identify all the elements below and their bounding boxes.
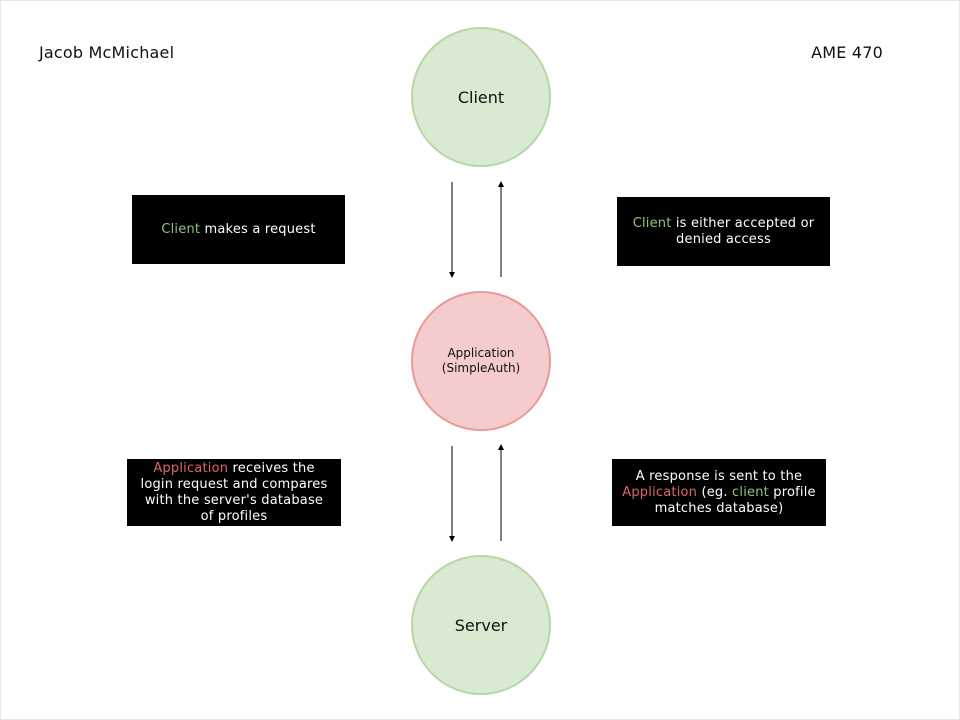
application-node-title: Application <box>447 346 515 360</box>
client-highlight: Client <box>632 215 672 231</box>
note-response-sent-text: A response is sent to the Application (e… <box>622 469 816 517</box>
application-node-subtitle: (SimpleAuth) <box>441 361 521 375</box>
author-name: Jacob McMichael <box>39 43 175 62</box>
note-response-sent: A response is sent to the Application (e… <box>612 459 826 526</box>
client-node-label: Client <box>457 87 505 107</box>
note-response-part3: profile matches database) <box>654 484 816 516</box>
application-highlight: Application <box>153 460 229 476</box>
note-client-request-rest: makes a request <box>200 221 316 237</box>
note-client-request: Client makes a request <box>132 195 345 264</box>
application-node-label: Application (SimpleAuth) <box>442 346 520 376</box>
application-node: Application (SimpleAuth) <box>411 291 551 431</box>
note-application-receives: Application receives the login request a… <box>127 459 341 526</box>
note-response-part2: (eg. <box>697 484 733 500</box>
server-node-label: Server <box>454 615 508 635</box>
course-code: AME 470 <box>811 43 883 62</box>
client-highlight: client <box>732 484 769 500</box>
note-client-access-text: Client is either accepted or denied acce… <box>627 216 820 248</box>
server-node: Server <box>411 555 551 695</box>
application-highlight: Application <box>622 484 698 500</box>
client-node: Client <box>411 27 551 167</box>
client-highlight: Client <box>161 221 201 237</box>
note-response-part1: A response is sent to the <box>635 468 803 484</box>
note-client-access: Client is either accepted or denied acce… <box>617 197 830 266</box>
note-application-receives-rest: receives the login request and compares … <box>140 460 328 524</box>
note-client-request-text: Client makes a request <box>161 222 315 238</box>
note-client-access-rest: is either accepted or denied access <box>671 215 815 247</box>
note-application-receives-text: Application receives the login request a… <box>137 461 331 525</box>
